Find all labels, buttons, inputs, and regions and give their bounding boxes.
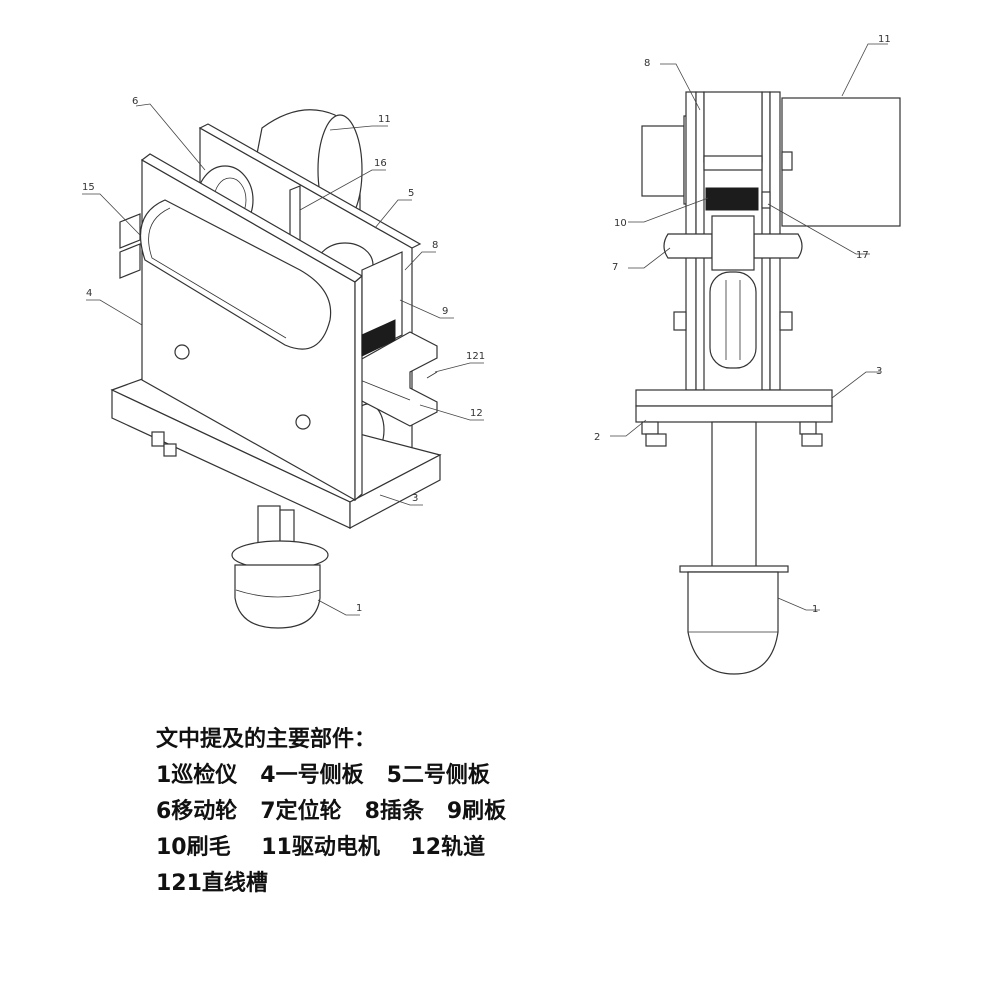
brush-bristles bbox=[361, 319, 396, 357]
legend-row: 10刷毛 11驱动电机 12轨道 bbox=[156, 835, 486, 860]
callout-label: 9 bbox=[442, 306, 448, 317]
positioning-cover bbox=[139, 199, 332, 350]
rail bbox=[119, 213, 438, 427]
callout-label: 6 bbox=[132, 96, 138, 107]
isometric-view bbox=[82, 103, 484, 629]
inspection-instrument bbox=[231, 505, 329, 629]
callout-label: 17 bbox=[856, 250, 869, 261]
callout-label: 15 bbox=[82, 182, 95, 193]
callout-label: 121 bbox=[466, 351, 485, 362]
legend-title: 文中提及的主要部件： bbox=[156, 727, 377, 752]
callout-label: 4 bbox=[86, 288, 92, 299]
callouts-left: 6 11 16 15 5 8 4 9 121 12 3 1 bbox=[82, 96, 485, 614]
front-view bbox=[610, 43, 901, 675]
callout-label: 12 bbox=[470, 408, 483, 419]
inspection-instrument bbox=[679, 421, 789, 675]
callout-label: 2 bbox=[594, 432, 600, 443]
callouts-right: 8 11 10 17 7 3 2 1 bbox=[594, 34, 891, 615]
legend-row: 121直线槽 bbox=[156, 871, 268, 896]
brush-bristles bbox=[705, 187, 759, 211]
callout-label: 8 bbox=[644, 58, 650, 69]
callout-label: 1 bbox=[812, 604, 818, 615]
callout-label: 11 bbox=[878, 34, 891, 45]
callout-label: 5 bbox=[408, 188, 414, 199]
brush-board bbox=[361, 251, 403, 357]
bolt bbox=[641, 421, 823, 447]
callout-label: 11 bbox=[378, 114, 391, 125]
base-plate bbox=[635, 389, 833, 423]
callout-label: 3 bbox=[412, 493, 418, 504]
callout-label: 3 bbox=[876, 366, 882, 377]
parts-legend: 文中提及的主要部件： 1巡检仪 4一号侧板 5二号侧板 6移动轮 7定位轮 8插… bbox=[156, 722, 676, 902]
callout-label: 1 bbox=[356, 603, 362, 614]
legend-row: 6移动轮 7定位轮 8插条 9刷板 bbox=[156, 799, 507, 824]
legend-row: 1巡检仪 4一号侧板 5二号侧板 bbox=[156, 763, 490, 788]
brush-holder bbox=[761, 191, 771, 209]
callout-label: 10 bbox=[614, 218, 627, 229]
positioning-wheel bbox=[663, 215, 803, 271]
callout-label: 8 bbox=[432, 240, 438, 251]
callout-label: 7 bbox=[612, 262, 618, 273]
moving-wheel bbox=[673, 271, 793, 369]
callout-label: 16 bbox=[374, 158, 387, 169]
